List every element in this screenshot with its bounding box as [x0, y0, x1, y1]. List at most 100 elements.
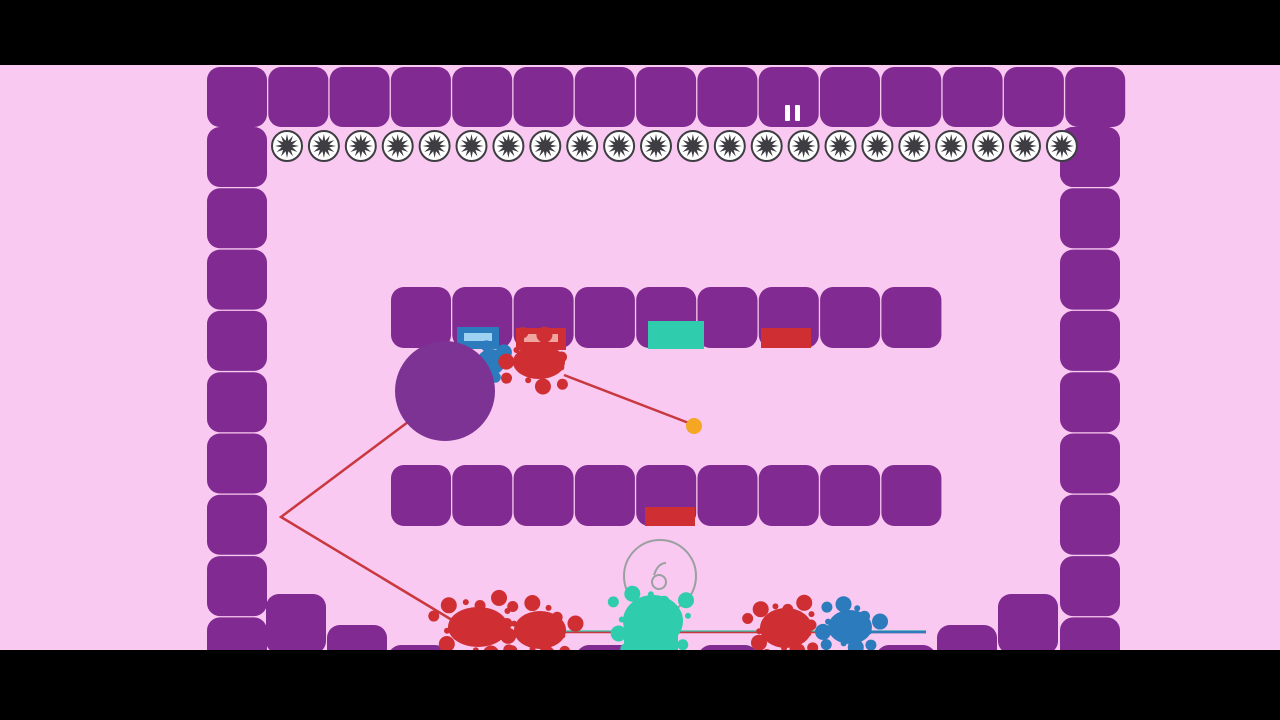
- red-paint-splat-droplet: [567, 615, 584, 632]
- blue-paint-splat-droplet: [835, 596, 852, 613]
- red-paint-splat-droplet: [782, 603, 794, 615]
- right-wall-block: [1060, 372, 1120, 433]
- top-wall-block: [1065, 67, 1126, 127]
- top-wall-block: [452, 67, 513, 127]
- red-paint-splat-droplet: [529, 646, 536, 650]
- sawblade-teeth: [865, 134, 890, 158]
- red-paint-splat-droplet: [498, 353, 515, 370]
- spiked-sawblade-icon: [676, 130, 709, 162]
- spiked-sawblade-icon: [307, 130, 340, 162]
- red-paint-splat-droplet: [534, 378, 551, 395]
- top-wall-block: [1003, 67, 1064, 127]
- red-paint-splat-droplet: [472, 647, 479, 650]
- marker-arrow: [653, 562, 667, 576]
- sawblade-teeth: [533, 134, 558, 158]
- spiked-sawblade-icon: [1009, 130, 1041, 162]
- red-paint-splat-droplet: [805, 630, 812, 637]
- lower-platform-block: [820, 465, 881, 526]
- left-wall-block: [207, 372, 267, 433]
- right-wall-block: [1060, 556, 1120, 617]
- top-wall-block: [329, 67, 390, 127]
- laser-beam: [278, 417, 453, 622]
- red-paint-splat-droplet: [772, 603, 779, 610]
- red-paint-splat-droplet: [556, 351, 568, 363]
- lower-platform-block: [697, 465, 758, 526]
- teal-paint-splat-droplet: [610, 625, 627, 642]
- left-wall-block: [207, 494, 267, 555]
- upper-platform-block: [574, 287, 635, 348]
- red-paint-splat-droplet: [524, 595, 541, 612]
- top-wall-block: [697, 67, 758, 127]
- sawblade-teeth: [828, 134, 853, 158]
- left-wall-block: [207, 127, 267, 187]
- sawblade-teeth: [644, 134, 668, 158]
- spiked-sawblade-icon: [713, 130, 746, 162]
- spiked-sawblade-icon: [271, 130, 303, 162]
- blue-paint-splat-droplet: [480, 340, 492, 352]
- sawblade-teeth: [976, 134, 1001, 158]
- game-playfield[interactable]: [0, 65, 1280, 650]
- sawblade-teeth: [939, 134, 964, 158]
- spiked-sawblade-icon: [381, 130, 414, 162]
- blue-paint-splat-droplet: [815, 623, 832, 640]
- spiked-sawblade-icon: [566, 130, 599, 162]
- red-paint-splat-core: [513, 345, 565, 379]
- rolling-ball: [395, 341, 495, 441]
- red-paint-splat-droplet: [781, 645, 788, 650]
- red-paint-splat-droplet: [474, 599, 486, 611]
- pause-icon: [785, 105, 790, 121]
- spiked-sawblade-icon: [861, 130, 894, 162]
- blue-paint-splat-droplet: [865, 628, 872, 635]
- pause-button[interactable]: [780, 100, 806, 126]
- top-wall-block: [574, 67, 635, 127]
- red-paint-splat-droplet: [558, 364, 565, 371]
- red-paint-splat-droplet: [789, 642, 806, 650]
- red-paint-splat-droplet: [752, 601, 769, 618]
- spiked-sawblade-icon: [787, 130, 820, 162]
- red-paint-splat-core: [448, 607, 508, 647]
- red-paint-splat-droplet: [511, 620, 518, 627]
- red-paint-splat: [498, 326, 568, 395]
- red-pad: [761, 328, 811, 348]
- blue-paint-splat-droplet: [872, 613, 889, 630]
- teal-paint-splat-droplet: [647, 591, 654, 598]
- sawblade-teeth: [570, 134, 595, 158]
- blue-paint-splat-droplet: [854, 605, 861, 612]
- sawblade-teeth: [902, 134, 927, 158]
- top-wall-block: [758, 67, 819, 127]
- bottom-wall-block: [266, 594, 326, 650]
- spiked-sawblade-icon: [935, 130, 968, 162]
- red-paint-splat: [742, 594, 819, 650]
- red-paint-splat-droplet: [501, 372, 513, 384]
- lower-platform-block: [513, 465, 574, 526]
- game-scene[interactable]: [0, 65, 1280, 650]
- upper-platform-block: [881, 287, 942, 348]
- game-effects: [278, 321, 926, 650]
- teal-paint-splat-droplet: [658, 595, 670, 607]
- spiked-sawblade-icon: [418, 130, 451, 162]
- sawblade-row: [271, 130, 1078, 162]
- left-wall-block: [207, 249, 267, 310]
- top-letterbox: [0, 0, 1280, 65]
- sawblade-teeth: [275, 134, 299, 158]
- wall-blocks: [207, 67, 1126, 650]
- blue-paint-splat-droplet: [847, 639, 864, 650]
- red-paint-splat-droplet: [513, 347, 520, 354]
- blue-paint-splat-droplet: [859, 610, 871, 622]
- red-pad: [645, 507, 695, 526]
- spiked-sawblade-icon: [1045, 130, 1078, 162]
- red-paint-splat-droplet: [525, 377, 532, 384]
- sawblade-teeth: [385, 134, 410, 158]
- teal-paint-splat-droplet: [684, 612, 691, 619]
- red-paint-splat-core: [760, 608, 812, 648]
- lower-platform-block: [881, 465, 942, 526]
- red-paint-splat-droplet: [796, 594, 813, 611]
- top-wall-block: [636, 67, 697, 127]
- red-paint-splat-droplet: [507, 600, 519, 612]
- left-wall-block: [207, 617, 267, 650]
- lower-platform-block: [574, 465, 635, 526]
- left-wall-block: [207, 433, 267, 494]
- right-wall-block: [1060, 494, 1120, 555]
- bottom-wall-block: [700, 645, 756, 650]
- teal-paint-splat-droplet: [607, 596, 619, 608]
